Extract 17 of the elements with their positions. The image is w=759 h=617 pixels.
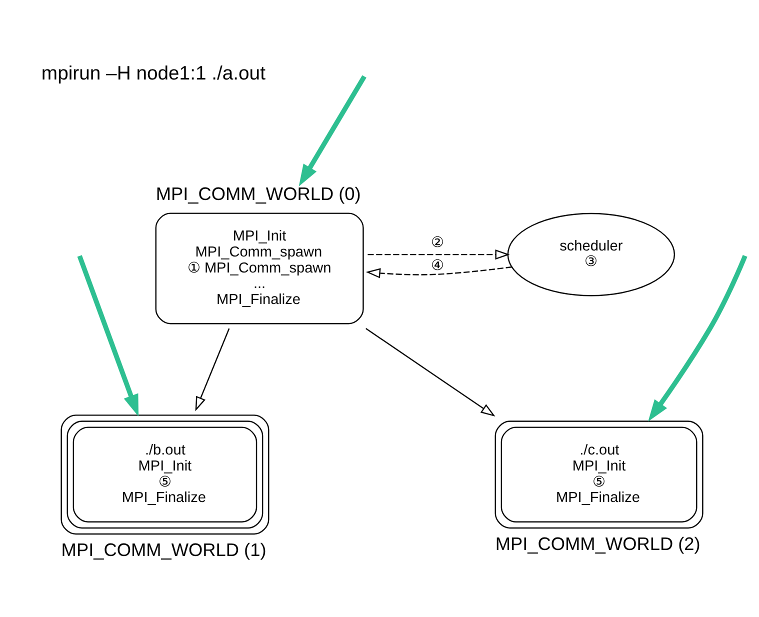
node-box: ./b.out MPI_Init ⑤ MPI_Finalize bbox=[60, 414, 270, 535]
node-label: MPI_COMM_WORLD (0) bbox=[156, 184, 361, 204]
label: mpirun –H node1:1 ./a.out bbox=[41, 62, 266, 85]
arrow bbox=[366, 328, 496, 417]
edge-label: ④ bbox=[431, 258, 444, 274]
arrow bbox=[77, 255, 139, 416]
node-label: MPI_COMM_WORLD (1) bbox=[61, 540, 266, 560]
node-box: ./c.out MPI_Init ⑤ MPI_Finalize bbox=[494, 420, 704, 529]
arrow bbox=[298, 75, 366, 186]
node-ellipse: scheduler ③ bbox=[507, 212, 676, 296]
node-box: MPI_Init MPI_Comm_spawn ① MPI_Comm_spawn ... MPI_Finalize bbox=[155, 212, 364, 324]
arrow bbox=[368, 249, 510, 260]
edge-label: ② bbox=[431, 234, 444, 251]
arrow bbox=[366, 266, 512, 278]
arrow bbox=[648, 254, 748, 422]
node-label: MPI_COMM_WORLD (2) bbox=[495, 534, 700, 554]
arrow bbox=[195, 328, 230, 412]
